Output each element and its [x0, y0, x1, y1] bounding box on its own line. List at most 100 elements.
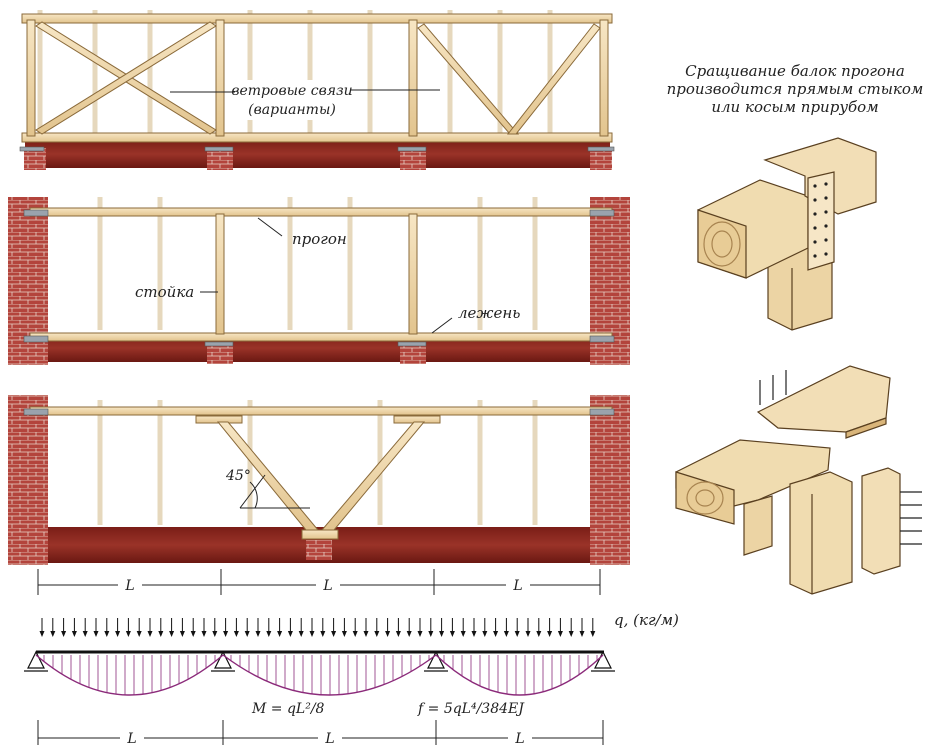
post: [215, 213, 225, 335]
load-arrow-head: [385, 631, 391, 637]
load-arrow-head: [331, 631, 337, 637]
sill-label: лежень: [458, 304, 520, 322]
angle-label: 45°: [225, 468, 251, 484]
span-dimension-lower: [37, 720, 604, 745]
load-arrow-head: [417, 631, 423, 637]
beam-supports: [24, 650, 615, 672]
load-arrow-head: [287, 631, 293, 637]
moment-curve: [35, 654, 224, 696]
brick-pier: [24, 148, 46, 170]
load-arrow-head: [39, 631, 45, 637]
load-arrow-head: [460, 631, 466, 637]
sill-beam: [21, 132, 613, 143]
load-arrow-head: [503, 631, 509, 637]
load-arrow-head: [482, 631, 488, 637]
load-arrow-head: [61, 631, 67, 637]
span-label: L: [324, 731, 334, 747]
load-arrow-head: [125, 631, 131, 637]
load-arrow-head: [169, 631, 175, 637]
wind-braces-variants-label: (варианты): [248, 102, 336, 118]
load-arrow-head: [557, 631, 563, 637]
load-arrow-head: [341, 631, 347, 637]
load-arrow-head: [590, 631, 596, 637]
deflection-formula: f = 5qL⁴/384EJ: [417, 701, 525, 717]
purlin-beam: [29, 406, 613, 416]
brick-pier: [400, 148, 426, 170]
load-arrow-head: [439, 631, 445, 637]
load-arrow-head: [471, 631, 477, 637]
load-arrow-head: [147, 631, 153, 637]
brick-wall-right: [590, 395, 630, 565]
frame-panel-wind-braces: ветровые связи (варианты): [19, 10, 615, 170]
moment-formula: M = qL²/8: [251, 701, 325, 717]
load-arrow-head: [277, 631, 283, 637]
span-dimension-upper: [37, 569, 601, 595]
note-line-1: Сращивание балок прогона: [685, 62, 905, 80]
load-arrow-head: [514, 631, 520, 637]
brick-pier: [400, 344, 426, 364]
load-arrow-head: [158, 631, 164, 637]
load-arrow-head: [136, 631, 142, 637]
load-arrow-head: [352, 631, 358, 637]
purlin-beam: [21, 13, 613, 24]
load-arrow-head: [309, 631, 315, 637]
load-arrow-head: [493, 631, 499, 637]
load-arrow-head: [212, 631, 218, 637]
post: [599, 19, 609, 137]
load-arrow-head: [93, 631, 99, 637]
brick-pier: [207, 344, 233, 364]
moment-curve: [435, 654, 604, 696]
load-arrow-head: [115, 631, 121, 637]
load-arrow-head: [579, 631, 585, 637]
load-arrow-head: [104, 631, 110, 637]
load-arrow-head: [266, 631, 272, 637]
strut-base: [301, 529, 339, 540]
post-label: стойка: [135, 283, 194, 301]
brick-pier: [590, 148, 612, 170]
load-arrow-head: [406, 631, 412, 637]
wind-brace: [417, 23, 520, 135]
load-arrow-head: [255, 631, 261, 637]
moment-curve: [222, 654, 437, 696]
span-label: L: [124, 578, 134, 594]
span-label: L: [514, 731, 524, 747]
load-arrow-head: [449, 631, 455, 637]
load-arrow-head: [233, 631, 239, 637]
load-arrow-head: [568, 631, 574, 637]
load-arrow-head: [223, 631, 229, 637]
scarf-joint-illustration: [675, 365, 922, 595]
wind-brace: [506, 23, 601, 135]
load-arrow-head: [244, 631, 250, 637]
purlin-label: прогон: [292, 230, 347, 248]
brick-wall-left: [8, 395, 48, 565]
load-arrow-head: [50, 631, 56, 637]
note-line-3: или косым прирубом: [711, 98, 878, 116]
load-arrow-head: [525, 631, 531, 637]
note-line-2: производится прямым стыком: [667, 80, 924, 98]
background-rafters: [37, 10, 553, 140]
load-arrow-head: [320, 631, 326, 637]
load-arrow-head: [536, 631, 542, 637]
sill-beam: [29, 332, 613, 342]
brick-pier: [207, 148, 233, 170]
load-arrow-head: [395, 631, 401, 637]
load-arrow-head: [298, 631, 304, 637]
frame-panel-posts: прогон стойка лежень: [8, 197, 630, 365]
strut-right: [320, 421, 426, 531]
load-arrow-head: [374, 631, 380, 637]
load-arrow-head: [179, 631, 185, 637]
span-label: L: [322, 578, 332, 594]
frame-panel-struts: 45°: [8, 395, 630, 565]
span-label: L: [512, 578, 522, 594]
post: [408, 213, 418, 335]
load-arrow-head: [82, 631, 88, 637]
load-label: q, (кг/м): [614, 611, 679, 629]
load-arrow-head: [428, 631, 434, 637]
strut-left: [216, 421, 320, 531]
wind-braces-label: ветровые связи: [231, 83, 352, 99]
foundation-strip: [25, 140, 610, 168]
bending-moment-diagram: [35, 654, 604, 696]
wind-brace: [35, 21, 217, 135]
span-label: L: [126, 731, 136, 747]
